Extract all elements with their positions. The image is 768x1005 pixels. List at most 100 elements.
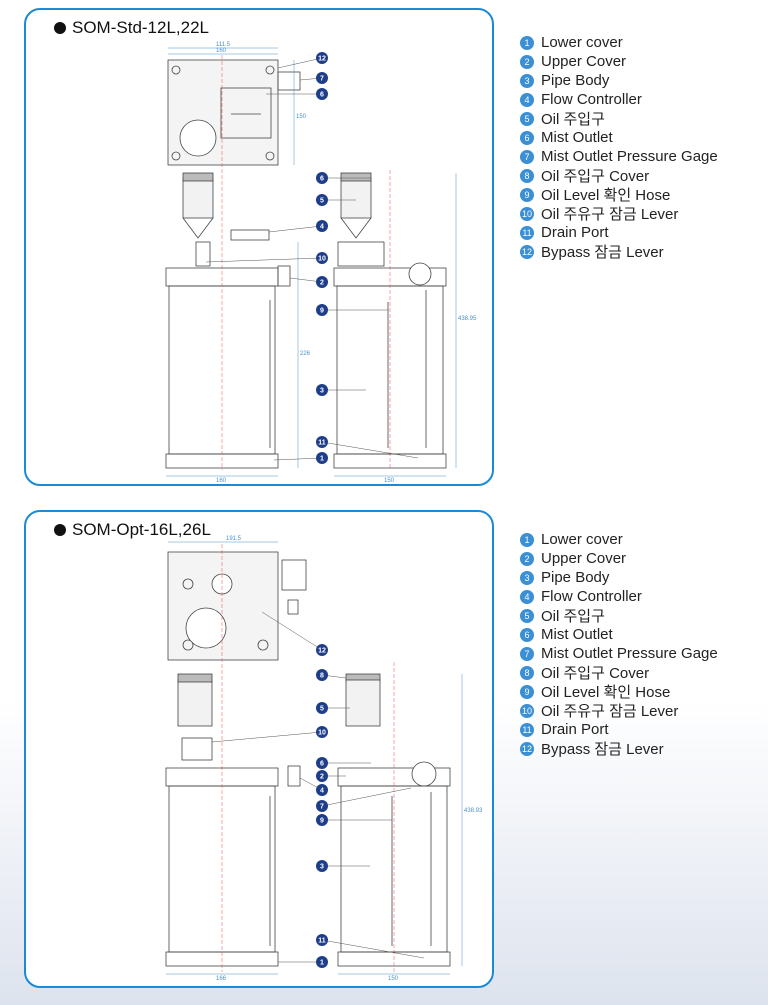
legend-number-badge: 6 xyxy=(520,627,534,642)
legend-label: Oil 주입구 Cover xyxy=(541,665,650,682)
legend-item: 8 Oil 주입구 Cover xyxy=(520,663,718,682)
callout-number: 5 xyxy=(320,706,324,713)
legend-label: Drain Port xyxy=(541,224,609,241)
legend-label: Pipe Body xyxy=(541,72,610,89)
bullet-icon xyxy=(54,524,66,536)
dim-top-width: 191.5 xyxy=(226,536,242,542)
callout-number: 5 xyxy=(320,198,324,205)
callout-number: 9 xyxy=(320,818,324,825)
dim-total-height: 438.93 xyxy=(464,808,483,814)
bolt-hole xyxy=(257,639,269,651)
oil-cup-side xyxy=(345,679,381,727)
legend-label: Oil Level 확인 Hose xyxy=(541,187,671,204)
legend-label: Oil 주유구 잠금 Lever xyxy=(541,703,679,720)
callout-number: 6 xyxy=(320,761,324,768)
callout-number: 6 xyxy=(320,176,324,183)
legend-label: Drain Port xyxy=(541,721,609,738)
callout-bubble xyxy=(316,72,328,84)
bolt-hole xyxy=(265,151,275,161)
dim-top-height: 150 xyxy=(296,114,307,120)
dim-top-width: 111.5 xyxy=(216,42,231,48)
dim-side-width: 150 xyxy=(388,976,399,982)
panel-title-text: SOM-Std-12L,22L xyxy=(72,18,210,37)
leader-line xyxy=(205,257,323,263)
legend-number-badge: 5 xyxy=(520,608,534,623)
neck-front xyxy=(195,241,211,267)
callout-bubble xyxy=(316,669,328,681)
callout-bubble xyxy=(316,384,328,396)
pressure-gage xyxy=(408,262,432,286)
legend-label: Mist Outlet xyxy=(541,626,613,643)
callout-bubble xyxy=(316,220,328,232)
legend-label: Oil 주입구 Cover xyxy=(541,168,650,185)
callout-bubble xyxy=(316,934,328,946)
bolt-hole xyxy=(171,65,181,75)
legend-number-badge: 10 xyxy=(520,703,534,718)
dim-front-width: 160 xyxy=(216,478,227,484)
callout-bubble xyxy=(316,814,328,826)
reservoir-circle xyxy=(179,119,217,157)
callout-bubble xyxy=(316,800,328,812)
callout-bubble xyxy=(316,770,328,782)
legend-label: Mist Outlet xyxy=(541,129,613,146)
callout-number: 11 xyxy=(318,938,326,945)
callout-number: 4 xyxy=(320,788,324,795)
legend-item: 12 Bypass 잠금 Lever xyxy=(520,739,718,758)
gauge-box xyxy=(277,71,301,91)
knob-front xyxy=(277,265,291,287)
panel-title: SOM-Opt-16L,26L xyxy=(54,520,211,540)
legend-label: Flow Controller xyxy=(541,588,642,605)
bolt-hole xyxy=(182,639,194,651)
lever-box xyxy=(287,599,299,615)
pressure-gage xyxy=(411,761,437,787)
bolt-hole xyxy=(265,65,275,75)
legend-label: Bypass 잠금 Lever xyxy=(541,244,664,261)
legend-number-badge: 12 xyxy=(520,741,534,756)
oil-cap-front xyxy=(177,673,213,683)
dim-front-width: 166 xyxy=(216,976,227,982)
legend-label: Oil Level 확인 Hose xyxy=(541,684,671,701)
legend-number-badge: 9 xyxy=(520,187,534,202)
callout-number: 11 xyxy=(318,440,326,447)
legend-label: Bypass 잠금 Lever xyxy=(541,741,664,758)
leader-line xyxy=(277,57,323,69)
callout-bubble xyxy=(316,88,328,100)
callout-number: 3 xyxy=(320,388,324,395)
legend-label: Lower cover xyxy=(541,531,623,548)
callout-number: 2 xyxy=(320,280,324,287)
callout-bubble xyxy=(316,702,328,714)
callout-bubble xyxy=(316,452,328,464)
callout-bubble xyxy=(316,726,328,738)
bullet-icon xyxy=(54,22,66,34)
leader-line xyxy=(273,457,323,461)
leader-line xyxy=(211,731,323,743)
leader-line xyxy=(321,787,412,807)
oil-cap-side xyxy=(340,172,372,182)
legend-number-badge: 8 xyxy=(520,665,534,680)
callout-bubble xyxy=(316,436,328,448)
leader-line xyxy=(268,225,323,233)
callout-number: 12 xyxy=(318,56,326,63)
callout-number: 1 xyxy=(320,960,324,967)
reservoir-circle xyxy=(185,607,227,649)
legend-item: 9 Oil Level 확인 Hose xyxy=(520,185,718,204)
leader-line xyxy=(261,611,323,651)
callout-number: 3 xyxy=(320,864,324,871)
callout-bubble xyxy=(316,252,328,264)
panel-title-text: SOM-Opt-16L,26L xyxy=(72,520,211,539)
callout-number: 10 xyxy=(318,256,326,263)
callout-number: 4 xyxy=(320,224,324,231)
callout-bubble xyxy=(316,644,328,656)
